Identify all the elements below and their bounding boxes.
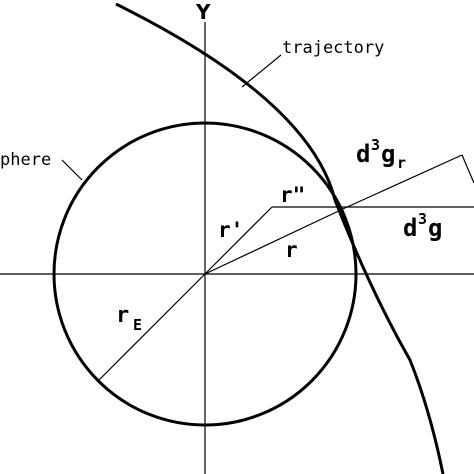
- d3gr-label-sup: 3: [371, 136, 380, 154]
- sphere-label: phere: [0, 150, 51, 170]
- trajectory-curve: [115, 2, 445, 474]
- r-double-prime-label: r": [280, 183, 305, 207]
- sphere-leader: [61, 159, 83, 181]
- radius-rE: [97, 273, 206, 382]
- sphere-circle: [52, 121, 358, 427]
- trajectory-label: trajectory: [282, 38, 384, 58]
- d3g-label-g: g: [428, 214, 442, 242]
- rE-label-main: r: [116, 303, 129, 328]
- vector-d3gr: [344, 154, 463, 209]
- trajectory-leader: [241, 54, 282, 88]
- d3gr-label-g: g: [381, 140, 395, 168]
- rE-label-sub: E: [133, 316, 142, 334]
- y-axis-label: Y: [195, 0, 211, 24]
- d3gr-label-main: d: [356, 140, 370, 168]
- d3g-label-sup: 3: [418, 210, 427, 228]
- vector-d3gr-tip: [461, 154, 474, 184]
- r-label: r: [285, 238, 298, 262]
- r-prime-label: r': [218, 218, 243, 242]
- vector-r: [204, 207, 346, 275]
- d3g-label-main: d: [403, 214, 417, 242]
- vector-r-prime: [204, 206, 273, 275]
- d3gr-label-sub: r: [397, 154, 406, 172]
